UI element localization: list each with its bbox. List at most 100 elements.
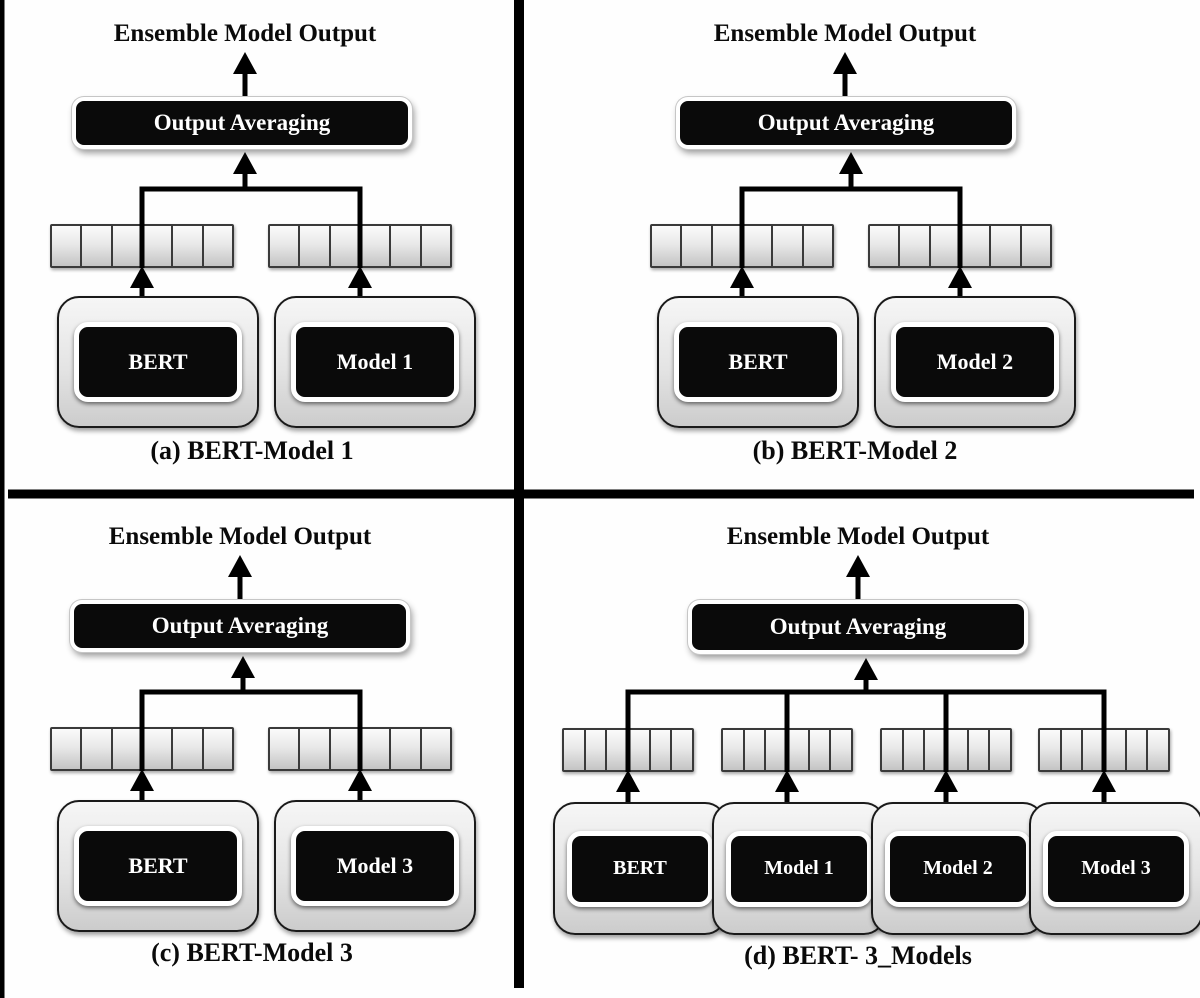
vector-cell [960,226,992,266]
vector-cell [1105,730,1127,770]
arrowhead [348,266,372,288]
vector-cell [742,226,774,266]
vector-cell [52,226,83,266]
vector-cell [1040,730,1062,770]
vector-cell [723,730,745,770]
bracket-c [139,689,363,771]
arrowhead [730,266,754,288]
vector-cell [773,226,804,266]
panel-b-title: Ensemble Model Output [713,20,977,47]
vector-cell [809,730,832,770]
vector-cell [52,729,83,769]
vector-cell [173,729,204,769]
panel-b-averaging-box: Output Averaging [676,97,1016,149]
panel-d-title: Ensemble Model Output [726,523,990,550]
panel-c-averaging-box: Output Averaging [70,600,410,652]
panel-a-averaging-box: Output Averaging [72,97,412,149]
arrowhead [231,656,255,678]
arrowhead [130,266,154,288]
arrowhead [833,52,857,74]
panel-c-title: Ensemble Model Output [108,523,372,550]
panel-c-caption: (c) BERT-Model 3 [151,938,353,967]
panel-a-caption: (a) BERT-Model 1 [150,436,354,465]
vector-cell [803,226,832,266]
panel-d-model-label-2: Model 2 [885,830,1031,907]
panel-c-model-label-bert: BERT [74,826,242,906]
vector-cell [564,730,586,770]
panel-b-caption: (b) BERT-Model 2 [752,436,958,465]
panel-b-model-box-bert: BERT [657,296,859,428]
vector-cell [991,226,1022,266]
vector-cell [82,226,113,266]
panel-c-averaging-label: Output Averaging [151,613,329,638]
panel-d-averaging-label: Output Averaging [769,614,947,639]
arrowhead [934,770,958,792]
vector-cell [900,226,931,266]
panel-d-caption: (d) BERT- 3_Models [744,941,972,970]
arrowhead [846,555,870,577]
vector-cell [744,730,767,770]
panel-a-averaging-label: Output Averaging [153,110,331,135]
arrowhead [348,769,372,791]
vector-cell [270,729,301,769]
panel-a-model-label-1: Model 1 [291,322,459,402]
arrowhead [616,770,640,792]
vector-cell [870,226,901,266]
vector-cell [1061,730,1084,770]
panel-a-model-label-bert: BERT [74,322,242,402]
panel-c-model-box-3: Model 3 [274,800,476,932]
panel-a-model-box-1: Model 1 [274,296,476,428]
panel-c-model-label-3: Model 3 [291,826,459,906]
vector-cell [903,730,926,770]
vector-cell [203,226,232,266]
panel-c-model-box-bert: BERT [57,800,259,932]
vector-cell [82,729,113,769]
arrowhead [1092,770,1116,792]
vector-cell [1021,226,1050,266]
vector-cell [831,730,852,770]
vector-cell [968,730,991,770]
vector-cell [629,730,651,770]
vector-cell [650,730,673,770]
panel-b-averaging-label: Output Averaging [757,110,935,135]
vector-cell [421,226,450,266]
vector-cell [300,729,331,769]
arrowhead [228,555,252,577]
arrowhead [233,52,257,74]
arrowhead [130,769,154,791]
vector-cell [173,226,204,266]
vector-cell [1126,730,1149,770]
panel-d-model-box-2: Model 2 [871,802,1045,935]
vector-cell [682,226,713,266]
vector-cell [672,730,693,770]
panel-b-model-label-2: Model 2 [891,322,1059,402]
vector-cell [585,730,608,770]
vector-cell [360,729,392,769]
bracket-d [625,689,1107,772]
panel-d-model-box-bert: BERT [553,802,727,935]
panel-d-model-box-3: Model 3 [1029,802,1200,935]
vector-cell [947,730,969,770]
panel-a-model-box-bert: BERT [57,296,259,428]
vector-cell [652,226,683,266]
vector-cell [270,226,301,266]
panel-d-model-label-3: Model 3 [1043,830,1189,907]
arrowhead [775,770,799,792]
arrowhead [233,152,257,174]
vector-cell [421,729,450,769]
panel-d-model-label-bert: BERT [567,830,713,907]
vector-cell [391,729,422,769]
panel-b-model-box-2: Model 2 [874,296,1076,428]
arrowhead [948,266,972,288]
vector-cell [1148,730,1169,770]
panel-b-model-label-bert: BERT [674,322,842,402]
vector-cell [391,226,422,266]
panel-d-model-label-1: Model 1 [726,830,872,907]
panel-a-title: Ensemble Model Output [113,20,377,47]
vector-cell [990,730,1011,770]
vector-cell [203,729,232,769]
vector-cell [360,226,392,266]
vector-cell [788,730,810,770]
vector-cell [142,226,174,266]
